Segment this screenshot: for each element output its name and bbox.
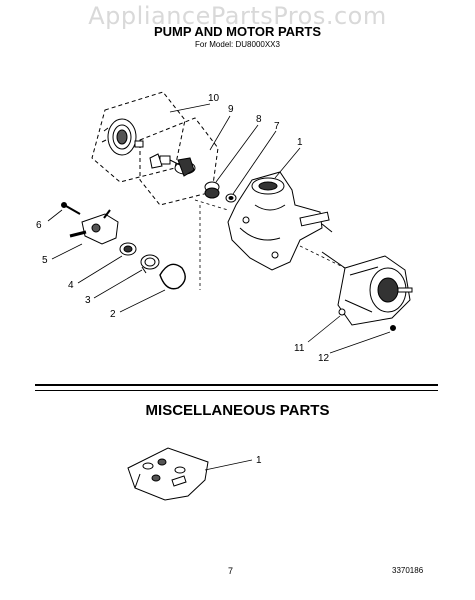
watermark: AppliancePartsPros.com (88, 2, 387, 30)
part-motor (321, 251, 413, 326)
callout-3: 3 (85, 295, 91, 306)
misc-leader (204, 459, 253, 471)
misc-parts-bag (127, 447, 209, 501)
callout-9: 9 (228, 104, 234, 115)
part-4-bearing (119, 242, 137, 256)
part-9-impeller (149, 153, 196, 177)
motor-guide (299, 245, 346, 269)
leader-lines (47, 103, 391, 354)
callout-11: 11 (294, 343, 305, 354)
leader-dashed (194, 199, 229, 290)
model-line: For Model: DU8000XX3 (195, 40, 280, 49)
callout-12: 12 (318, 353, 330, 364)
callout-10: 10 (208, 93, 220, 104)
part-12-screw (390, 325, 396, 331)
callout-6: 6 (36, 220, 42, 231)
misc-section-title: MISCELLANEOUS PARTS (145, 402, 330, 419)
page-title: PUMP AND MOTOR PARTS (153, 24, 322, 39)
part-5-bracket (69, 209, 119, 245)
part-1-pump-housing (227, 171, 333, 271)
callout-5: 5 (42, 255, 48, 266)
document-number: 3370186 (392, 566, 424, 575)
callout-8: 8 (256, 114, 262, 125)
callout-2: 2 (110, 309, 116, 320)
callout-1: 1 (297, 137, 303, 148)
section-divider-top (35, 384, 438, 386)
part-2-gasket (159, 263, 186, 290)
part-7-washer (225, 193, 237, 203)
page-number: 7 (228, 566, 234, 576)
callout-7: 7 (274, 121, 280, 132)
part-8-seal (204, 181, 220, 199)
section-divider-bottom (35, 390, 438, 391)
part-6-screw (61, 202, 81, 215)
callout-labels: 10 9 8 7 1 6 5 4 3 2 11 12 (36, 93, 330, 364)
part-10-seal (101, 118, 144, 156)
callout-4: 4 (68, 280, 74, 291)
part-10-housing (91, 91, 186, 183)
part-3-seal (140, 254, 160, 274)
misc-callout-1: 1 (256, 455, 262, 466)
